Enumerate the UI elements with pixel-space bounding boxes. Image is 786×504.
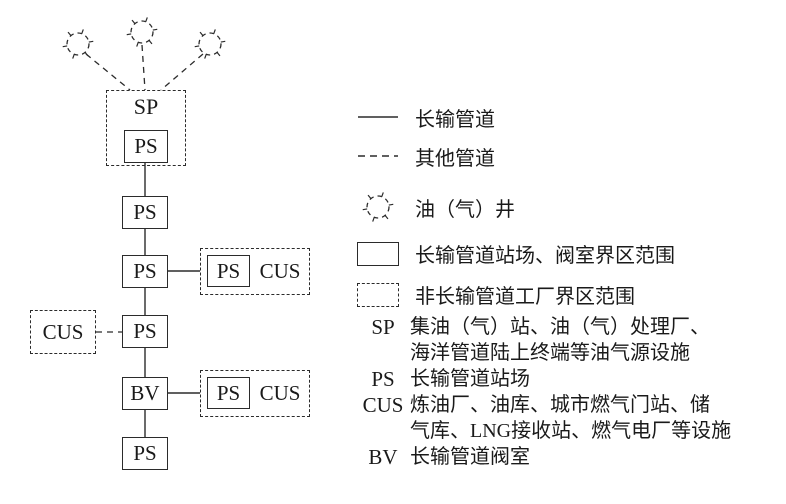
legend-item-plant-boundary: 非长输管道工厂界区范围 [356, 281, 635, 308]
legend-item-other-pipeline: 其他管道 [356, 144, 495, 170]
abbrev-row-cus: CUS 炼油厂、油库、城市燃气门站、储 气库、LNG接收站、燃气电厂等设施 [356, 392, 776, 444]
legend-label: 长输管道 [415, 108, 495, 131]
cus-label: CUS [259, 381, 301, 405]
ps-station-box: PS [207, 377, 250, 409]
ps-station-box: PS [207, 255, 250, 287]
legend-item-pipeline: 长输管道 [356, 105, 495, 131]
other-pipeline-line [160, 53, 204, 91]
dashed-rect-icon [356, 282, 400, 307]
well-icon [194, 28, 226, 60]
sp-facility-boundary-box [106, 90, 186, 166]
cus-facility-boundary-box [200, 248, 310, 295]
other-pipeline-line [141, 44, 146, 91]
abbrev-key: BV [368, 445, 398, 469]
sp-label: SP [133, 94, 159, 119]
cus-label: CUS [259, 259, 301, 283]
cus-facility-boundary-box [30, 310, 96, 354]
bv-valve-box: BV [122, 377, 168, 410]
abbrev-desc: 海洋管道陆上终端等油气源设施 [410, 342, 690, 364]
abbrev-row-ps: PS 长输管道站场 [356, 366, 776, 392]
legend-item-well: 油（气）井 [356, 190, 515, 224]
abbrev-desc: 长输管道阀室 [410, 446, 530, 468]
legend-item-station-boundary: 长输管道站场、阀室界区范围 [356, 240, 675, 267]
legend-label: 其他管道 [415, 147, 495, 170]
abbrev-desc: 气库、LNG接收站、燃气电厂等设施 [410, 420, 732, 442]
abbrev-key: CUS [362, 393, 404, 417]
abbrev-desc: 长输管道站场 [410, 368, 530, 390]
cus-facility-boundary-box [200, 370, 310, 417]
ps-station-box: PS [122, 315, 168, 348]
legend-label: 非长输管道工厂界区范围 [415, 286, 635, 308]
abbrev-row-sp: SP 集油（气）站、油（气）处理厂、 海洋管道陆上终端等油气源设施 [356, 314, 776, 366]
solid-rect-icon [356, 241, 400, 266]
solid-line-icon [356, 105, 400, 129]
ps-station-box: PS [122, 437, 168, 470]
abbrev-key: PS [371, 367, 395, 391]
ps-station-box: PS [122, 196, 168, 229]
other-pipeline-line [85, 53, 131, 91]
abbreviation-list: SP 集油（气）站、油（气）处理厂、 海洋管道陆上终端等油气源设施 PS 长输管… [356, 314, 776, 470]
dashed-line-icon [356, 144, 400, 168]
abbrev-desc: 炼油厂、油库、城市燃气门站、储 [410, 394, 710, 416]
well-icon [62, 28, 94, 60]
abbrev-key: SP [371, 315, 395, 339]
well-icon [126, 16, 158, 48]
abbrev-desc: 集油（气）站、油（气）处理厂、 [410, 316, 710, 338]
ps-station-box: PS [124, 130, 168, 163]
cus-label: CUS [42, 319, 84, 344]
abbrev-row-bv: BV 长输管道阀室 [356, 444, 776, 470]
ps-station-box: PS [122, 255, 168, 288]
well-icon [356, 189, 400, 225]
legend-label: 油（气）井 [415, 198, 515, 221]
legend-label: 长输管道站场、阀室界区范围 [415, 245, 675, 267]
